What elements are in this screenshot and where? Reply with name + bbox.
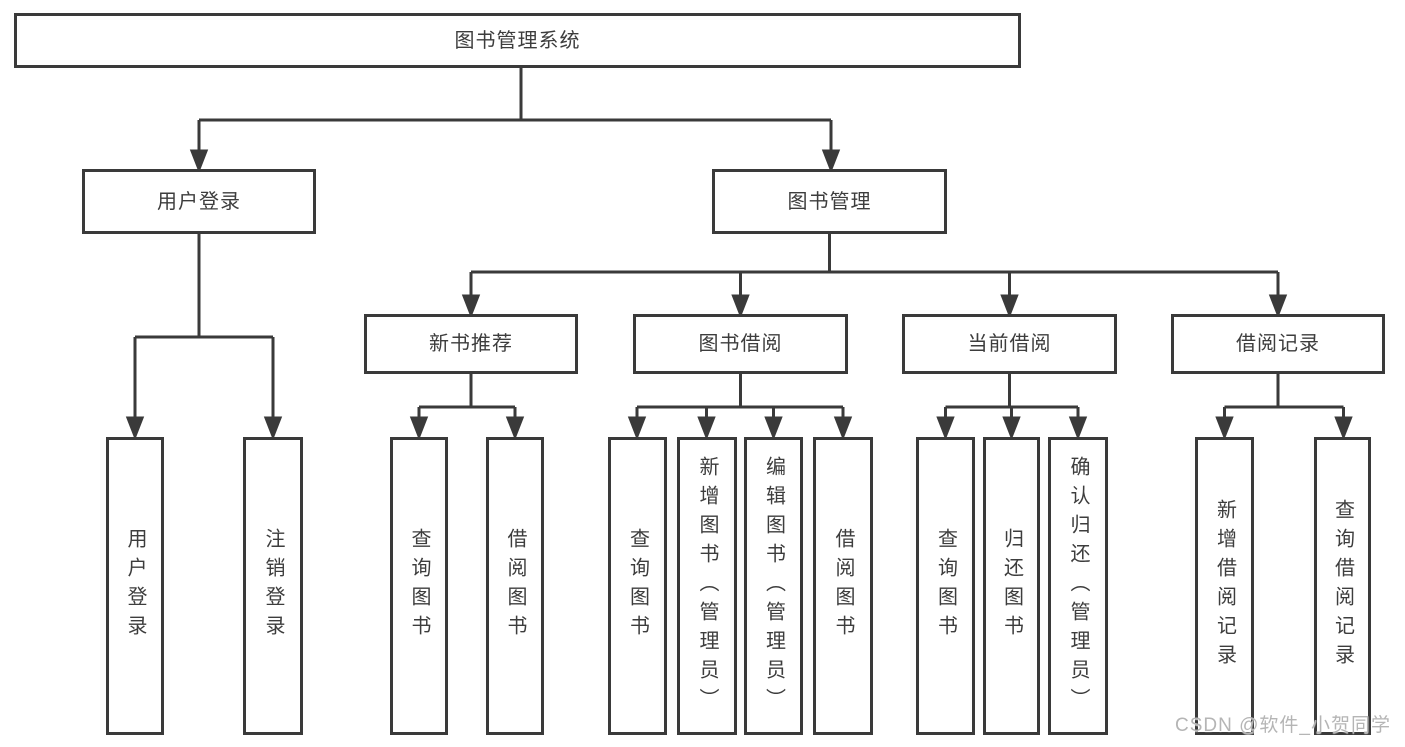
node-leaf-query-books-current: 查询图书 — [916, 437, 975, 735]
node-label: 编辑图书（管理员） — [762, 455, 785, 717]
node-leaf-borrow-books-borrowing: 借阅图书 — [813, 437, 873, 735]
node-leaf-add-books-admin: 新增图书（管理员） — [677, 437, 737, 735]
node-book-management: 图书管理 — [712, 169, 947, 234]
node-label: 图书借阅 — [698, 333, 783, 355]
node-label: 查询借阅记录 — [1331, 499, 1354, 673]
node-label: 查询图书 — [626, 528, 649, 644]
node-label: 当前借阅 — [967, 333, 1052, 355]
node-label: 新书推荐 — [429, 333, 513, 355]
node-new-book-recommend: 新书推荐 — [364, 314, 578, 374]
node-leaf-user-login: 用户登录 — [106, 437, 164, 735]
node-leaf-query-books-recommend: 查询图书 — [390, 437, 448, 735]
node-library-management-system: 图书管理系统 — [14, 13, 1021, 68]
node-label: 借阅记录 — [1236, 333, 1320, 355]
node-label: 归还图书 — [1000, 528, 1023, 644]
node-leaf-query-borrow-record: 查询借阅记录 — [1314, 437, 1371, 735]
node-user-login: 用户登录 — [82, 169, 316, 234]
node-leaf-confirm-return-admin: 确认归还（管理员） — [1048, 437, 1108, 735]
node-label: 借阅图书 — [832, 528, 854, 644]
node-label: 查询图书 — [934, 528, 957, 644]
node-label: 借阅图书 — [504, 528, 526, 644]
node-leaf-add-borrow-record: 新增借阅记录 — [1195, 437, 1254, 735]
node-label: 图书管理 — [787, 190, 872, 213]
node-label: 新增图书（管理员） — [696, 455, 718, 717]
node-label: 注销登录 — [262, 528, 284, 644]
node-leaf-logout: 注销登录 — [243, 437, 303, 735]
node-label: 用户登录 — [157, 190, 241, 213]
node-label: 确认归还（管理员） — [1067, 455, 1089, 717]
node-label: 新增借阅记录 — [1213, 499, 1236, 673]
node-leaf-return-books: 归还图书 — [983, 437, 1040, 735]
node-leaf-query-books-borrowing: 查询图书 — [608, 437, 667, 735]
node-leaf-borrow-books-recommend: 借阅图书 — [486, 437, 544, 735]
node-label: 图书管理系统 — [454, 29, 581, 52]
node-leaf-edit-books-admin: 编辑图书（管理员） — [744, 437, 803, 735]
node-current-borrowing: 当前借阅 — [902, 314, 1117, 374]
node-borrowing-records: 借阅记录 — [1171, 314, 1385, 374]
node-label: 查询图书 — [408, 528, 430, 644]
node-book-borrowing: 图书借阅 — [633, 314, 848, 374]
csdn-watermark: CSDN @软件_小贺同学 — [1175, 715, 1391, 736]
node-label: 用户登录 — [124, 528, 146, 644]
